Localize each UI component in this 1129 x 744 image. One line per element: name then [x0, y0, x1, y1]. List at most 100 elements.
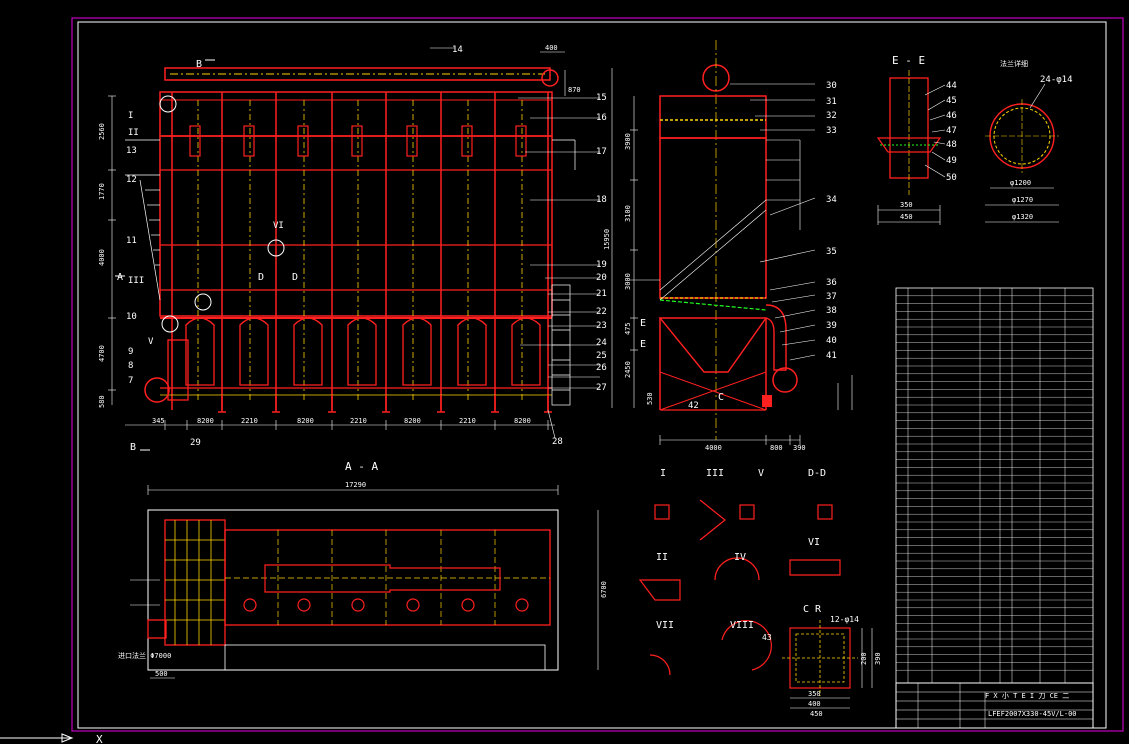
- drawing-title: F X 小 T E I 刀 CE 二: [985, 691, 1069, 700]
- section-mark-e-lower: E: [640, 339, 646, 350]
- callout-right-21: 21: [596, 289, 607, 299]
- callout-side-39: 39: [826, 321, 837, 331]
- section-title-e-e: E - E: [892, 54, 925, 67]
- dim-cr-1: 350: [808, 690, 821, 698]
- callout-left-10: 8: [128, 361, 133, 371]
- dim-flange-3: φ1320: [1012, 213, 1033, 221]
- callout-left-5: 11: [126, 236, 137, 246]
- ucs-arrow: [61, 733, 74, 743]
- callout-ee-50: 50: [946, 173, 957, 183]
- callout-right-24: 24: [596, 338, 607, 348]
- dim-side-5: 2450: [624, 361, 632, 378]
- callout-right-23: 23: [596, 321, 607, 331]
- detail-title-5: V: [758, 468, 764, 479]
- callout-right-28: 28: [552, 437, 563, 447]
- callout-side-42: 42: [688, 401, 699, 411]
- dim-bottom-2: 8200: [197, 417, 214, 425]
- callout-right-17: 17: [596, 147, 607, 157]
- dim-side-h-3: 390: [793, 444, 806, 452]
- callout-ee-47: 47: [946, 126, 957, 136]
- callout-numbers: I II 13 12 11 III 10 V 9 8 7 14 29 15 16…: [126, 45, 1073, 642]
- section-mark-d-1: D: [258, 272, 264, 283]
- dim-top-870: 870: [568, 86, 581, 94]
- dim-flange-1: φ1200: [1010, 179, 1031, 187]
- callout-side-35: 35: [826, 247, 837, 257]
- dim-side-h-1: 4000: [705, 444, 722, 452]
- callout-ee-46: 46: [946, 111, 957, 121]
- dim-side-6: 530: [646, 392, 654, 405]
- dim-bottom-6: 8200: [404, 417, 421, 425]
- detail-title-4: IV: [734, 552, 746, 563]
- callout-left-6: III: [128, 276, 144, 286]
- dim-cr-2: 400: [808, 700, 821, 708]
- callout-vi: VI: [273, 221, 284, 231]
- callout-ee-49: 49: [946, 156, 957, 166]
- dim-bottom-3: 2210: [241, 417, 258, 425]
- callout-side-30: 30: [826, 81, 837, 91]
- dim-bottom-5: 2210: [350, 417, 367, 425]
- section-mark-b-top: B: [196, 59, 202, 70]
- detail-title-3: III: [706, 468, 724, 479]
- callout-top-14: 14: [452, 45, 463, 55]
- section-mark-b-bottom: B: [130, 442, 136, 453]
- front-elevation-view: [108, 47, 600, 451]
- callout-right-20: 20: [596, 273, 607, 283]
- dim-side-total: 15950: [603, 229, 611, 250]
- parts-list-table: [895, 287, 1094, 729]
- dim-left-5: 580: [98, 395, 106, 408]
- dim-bottom-4: 8200: [297, 417, 314, 425]
- callout-left-3: 13: [126, 146, 137, 156]
- callout-right-26: 26: [596, 363, 607, 373]
- callout-side-41: 41: [826, 351, 837, 361]
- section-title-a-a: A - A: [345, 460, 378, 473]
- inlet-note: 进口法兰 Φ7000: [118, 651, 171, 660]
- callout-left-1: I: [128, 111, 133, 121]
- dim-bottom-7: 2210: [459, 417, 476, 425]
- drawing-number: LFEF2007X330-45V/L-00: [988, 710, 1077, 718]
- dim-bottom-8: 8200: [514, 417, 531, 425]
- dim-ee-2: 450: [900, 213, 913, 221]
- callout-right-27: 27: [596, 383, 607, 393]
- callout-side-40: 40: [826, 336, 837, 346]
- title-block-texts: F X 小 T E I 刀 CE 二 LFEF2007X330-45V/L-00: [985, 691, 1077, 718]
- callout-left-4: 12: [126, 175, 137, 185]
- callout-side-34: 34: [826, 195, 837, 205]
- dim-side-2: 3100: [624, 205, 632, 222]
- detail-title-7: VII: [656, 620, 674, 631]
- dim-cr-4: 390: [874, 652, 882, 665]
- callout-left-9: 9: [128, 347, 133, 357]
- dim-side-1: 3900: [624, 133, 632, 150]
- callout-side-36: 36: [826, 278, 837, 288]
- sheet-border: [71, 17, 1124, 732]
- section-mark-d-2: D: [292, 272, 298, 283]
- dim-side-3: 3000: [624, 273, 632, 290]
- section-mark-a: A: [117, 272, 123, 283]
- detail-title-2: II: [656, 552, 668, 563]
- flange-bolt-note: 24-φ14: [1040, 75, 1073, 85]
- callout-ee-48: 48: [946, 140, 957, 150]
- callout-side-38: 38: [826, 306, 837, 316]
- callout-right-18: 18: [596, 195, 607, 205]
- dim-left-2: 1770: [98, 183, 106, 200]
- dimension-texts: 400 870 2560 1770 4000 4700 580 345 8200…: [98, 44, 1033, 718]
- callout-left-2: II: [128, 128, 139, 138]
- callout-ee-45: 45: [946, 96, 957, 106]
- callout-ee-44: 44: [946, 81, 957, 91]
- detail-views: [638, 499, 873, 709]
- dim-aa-total: 17290: [345, 481, 366, 489]
- flange-detail-title: 法兰详细: [1000, 59, 1028, 68]
- section-mark-e-upper: E: [640, 318, 646, 329]
- detail-title-8: VIII: [730, 620, 754, 631]
- inner-border: [77, 21, 1107, 729]
- dim-left-3: 4000: [98, 249, 106, 266]
- detail-title-d-d: D-D: [808, 468, 826, 479]
- detail-title-1: I: [660, 468, 666, 479]
- cr-bolt-note: 12-φ14: [830, 615, 859, 624]
- callout-right-25: 25: [596, 351, 607, 361]
- callout-right-22: 22: [596, 307, 607, 317]
- callout-left-8: V: [148, 337, 154, 347]
- callout-left-11: 7: [128, 376, 133, 386]
- dim-cr-5: 200: [860, 652, 868, 665]
